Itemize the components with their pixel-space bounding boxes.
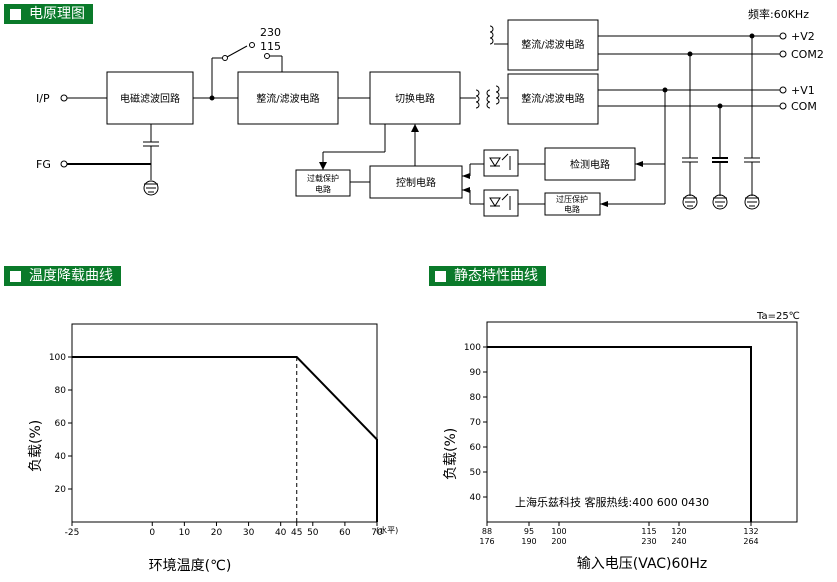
static-ta-note: Ta=25℃ (756, 311, 800, 322)
section-header-derating: 温度降载曲线 (4, 266, 121, 286)
section-header-static: 静态特性曲线 (429, 266, 546, 286)
static-xtick-label-bottom: 176 (479, 537, 494, 546)
schematic-diagram: 频率:60KHz I/P FG 230 115 电磁滤波回路 整流/滤波电路 切… (36, 7, 824, 217)
section-title: 静态特性曲线 (454, 268, 538, 284)
overvolt-block-label: 过压保护 (556, 194, 588, 204)
derating-xtick-label: -25 (65, 528, 80, 538)
derating-x-unit-note: (水平) (376, 525, 398, 535)
derating-curve (72, 356, 378, 522)
bullet-square-icon (435, 270, 446, 282)
static-xtick-label-top: 115 (641, 527, 656, 536)
static-xtick-label-bottom: 190 (521, 537, 536, 546)
derating-ytick-label: 20 (55, 485, 67, 495)
static-xtick-label-bottom: 230 (641, 537, 656, 546)
detect-block-label: 检测电路 (570, 158, 610, 171)
static-xtick-label-top: 95 (524, 527, 534, 536)
rect-v2-block-label: 整流/滤波电路 (521, 38, 584, 51)
static-ytick-label: 40 (470, 493, 482, 503)
derating-xtick-label: 45 (291, 528, 302, 538)
static-xlabel: 输入电压(VAC)60Hz (577, 556, 707, 572)
overload-block-label: 电路 (315, 184, 331, 194)
static-ytick-label: 100 (464, 343, 481, 353)
derating-xtick-label: 60 (339, 528, 351, 538)
static-xtick-label-bottom: 200 (551, 537, 566, 546)
derating-ytick-label: 60 (55, 419, 67, 429)
output-v1-label: +V1 (791, 84, 815, 97)
frequency-label: 频率:60KHz (748, 7, 809, 21)
derating-xtick-label: 70 (371, 528, 383, 538)
static-ytick-label: 80 (470, 393, 482, 403)
static-xtick-label-bottom: 240 (671, 537, 686, 546)
derating-ytick-label: 100 (49, 353, 66, 363)
derating-xtick-label: 0 (149, 528, 155, 538)
static-curve (487, 346, 752, 522)
static-xtick-label-top: 88 (482, 527, 492, 536)
derating-ytick-label: 80 (55, 386, 67, 396)
fg-label: FG (36, 158, 51, 171)
overload-block-label: 过载保护 (307, 173, 339, 183)
derating-xtick-label: 30 (243, 528, 255, 538)
section-title: 电原理图 (29, 6, 85, 22)
output-v2-label: +V2 (791, 30, 815, 43)
static-ytick-label: 50 (470, 468, 482, 478)
emi-block-label: 电磁滤波回路 (120, 92, 180, 105)
derating-xtick-label: 20 (211, 528, 223, 538)
static-xtick-label-top: 132 (743, 527, 758, 536)
static-xtick-label-top: 100 (551, 527, 566, 536)
derating-xlabel: 环境温度(℃) (149, 558, 232, 574)
rect-block-label: 整流/滤波电路 (256, 92, 319, 105)
static-watermark: 上海乐兹科技 客服热线:400 600 0430 (515, 495, 709, 509)
static-xtick-label-bottom: 264 (743, 537, 758, 546)
switch-230-label: 230 (260, 26, 281, 39)
section-header-schematic: 电原理图 (4, 4, 93, 24)
bullet-square-icon (10, 270, 21, 282)
static-ytick-label: 70 (470, 418, 482, 428)
rect-v1-block-label: 整流/滤波电路 (521, 92, 584, 105)
control-block-label: 控制电路 (396, 176, 436, 189)
static-ytick-label: 60 (470, 443, 482, 453)
switch-115-label: 115 (260, 40, 281, 53)
derating-xtick-label: 40 (275, 528, 287, 538)
derating-xtick-label: 50 (307, 528, 319, 538)
input-label: I/P (36, 92, 50, 105)
output-com2-label: COM2 (791, 48, 824, 61)
static-xtick-label-top: 120 (671, 527, 686, 536)
overvolt-block-label: 电路 (564, 204, 580, 214)
derating-xtick-label: 10 (179, 528, 191, 538)
derating-ytick-label: 40 (55, 452, 67, 462)
switching-block-label: 切换电路 (395, 92, 435, 105)
derating-ylabel: 负载(%) (28, 420, 44, 472)
derating-chart: 20 40 60 80 100 -25 0 10 20 30 40 45 50 60 70 负载(%) 环… (28, 323, 398, 574)
bullet-square-icon (10, 8, 21, 20)
static-ytick-label: 90 (470, 368, 482, 378)
derating-plot-frame (71, 323, 378, 523)
section-title: 温度降载曲线 (29, 268, 113, 284)
output-com-label: COM (791, 100, 817, 113)
static-ylabel: 负载(%) (443, 428, 459, 480)
